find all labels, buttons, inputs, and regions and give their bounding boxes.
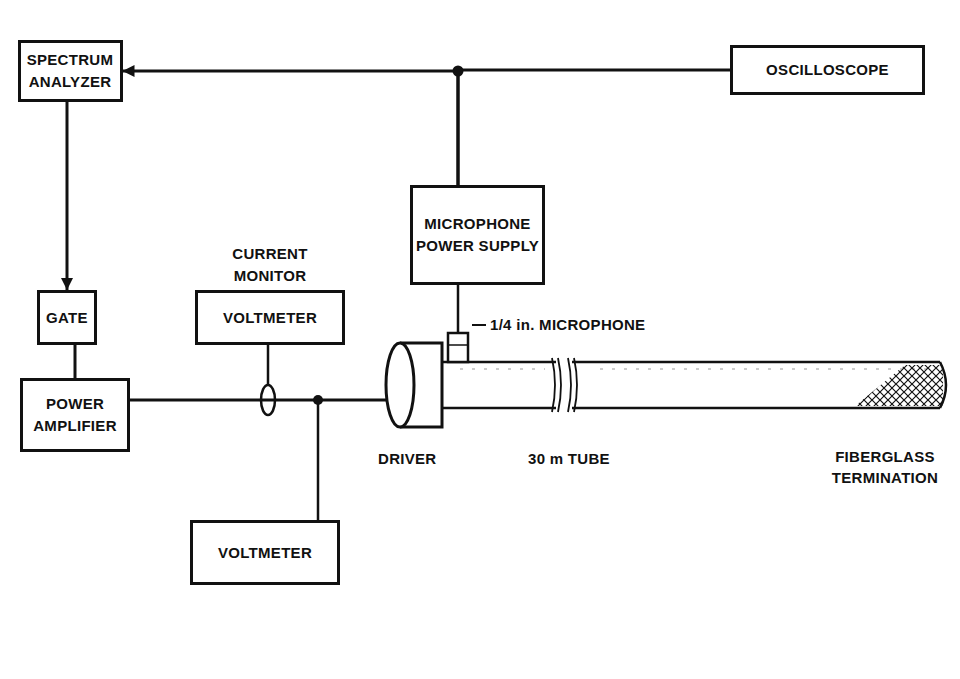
gate-box: GATE [37,290,97,345]
part-label: 1/4 in. MICROPHONE [490,314,645,335]
heading-label: CURRENT MONITOR [215,243,325,287]
junction-dot [313,395,323,405]
microphone-symbol [448,333,468,362]
box-label: SPECTRUM ANALYZER [21,49,120,93]
signal-line [66,102,69,290]
fiberglass-fill [855,365,943,406]
part-label: DRIVER [378,448,436,469]
box-label: GATE [46,307,88,329]
oscilloscope-box: OSCILLOSCOPE [730,45,925,95]
tube-end [940,362,946,408]
voltmeter-box: CURRENT MONITORVOLTMETER [195,290,345,345]
drive-wire [128,399,388,402]
tube-break [568,358,577,412]
tube-shading [460,369,545,370]
signal-line [458,70,730,185]
voltmeter-box: VOLTMETER [190,520,340,585]
tube-shading [600,369,930,370]
microphone-detail [448,344,468,346]
box-label: VOLTMETER [223,307,317,329]
box-label: OSCILLOSCOPE [766,59,889,81]
part-label: 30 m TUBE [528,448,610,469]
tube-break [552,358,561,412]
part-label: FIBERGLASS TERMINATION [818,446,952,488]
box-label: VOLTMETER [218,542,312,564]
amplifier-box: POWER AMPLIFIER [20,378,130,452]
signal-line [123,71,459,185]
current-probe [261,385,275,415]
analyzer-box: SPECTRUM ANALYZER [18,40,123,102]
monitor-lead [267,344,270,385]
driver-face [386,343,414,427]
signal-line [74,345,77,378]
microphone-cable [457,284,460,333]
leader-line [472,324,486,326]
box-label: MICROPHONE POWER SUPPLY [413,213,542,257]
power-supply-box: MICROPHONE POWER SUPPLY [410,185,545,285]
tube-wall [440,362,556,408]
box-label: POWER AMPLIFIER [23,393,127,437]
voltage-lead [317,400,320,521]
junction-dot [453,66,464,77]
